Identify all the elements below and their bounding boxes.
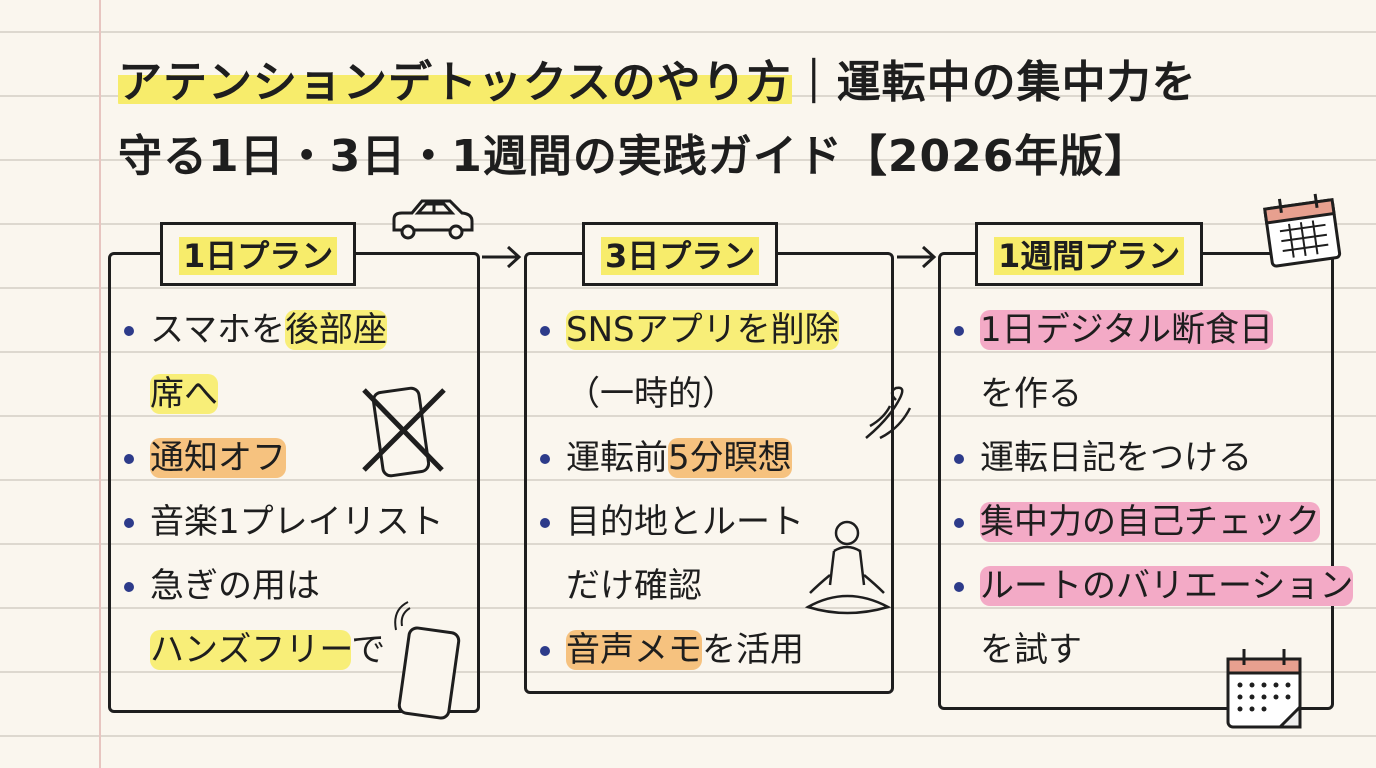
item-line: 集中力の自己チェック	[980, 490, 1353, 554]
arrow-right-icon	[482, 245, 522, 269]
list-item: SNSアプリを削除 （一時的）	[538, 298, 839, 426]
item-line: 通知オフ	[150, 426, 444, 490]
tab-1-day-plan: 1日プラン	[160, 222, 357, 286]
item-line: 運転日記をつける	[980, 426, 1353, 490]
wind-swirl-icon	[865, 386, 912, 440]
plan-items-3-day: SNSアプリを削除（一時的）運転前5分瞑想目的地とルートだけ確認音声メモを活用	[538, 298, 839, 682]
item-line: 目的地とルート	[566, 490, 839, 554]
list-item: 通知オフ	[122, 426, 444, 490]
title-highlight: アテンションデトックスのやり方	[118, 57, 792, 108]
highlighted-text: ルートのバリエーション	[980, 566, 1354, 606]
highlighted-text: 集中力の自己チェック	[980, 502, 1320, 542]
item-text: だけ確認	[566, 566, 702, 606]
list-item: 運転前5分瞑想	[538, 426, 839, 490]
item-text: スマホを	[150, 310, 285, 350]
item-line: 席へ	[150, 362, 444, 426]
tab-label: 1週間プラン	[994, 237, 1185, 275]
smartphone-icon	[394, 601, 461, 720]
car-icon	[392, 199, 474, 240]
item-line: だけ確認	[566, 554, 839, 618]
plan-items-1-day: スマホを後部座席へ通知オフ音楽1プレイリスト急ぎの用はハンズフリーで	[122, 298, 444, 682]
item-text: を作る	[980, 374, 1082, 414]
item-line: を作る	[980, 362, 1353, 426]
plan-items-1-week: 1日デジタル断食日を作る運転日記をつける集中力の自己チェックルートのバリエーショ…	[952, 298, 1354, 682]
item-line: 運転前5分瞑想	[566, 426, 839, 490]
item-text: （一時的）	[566, 374, 736, 414]
calendar-icon	[1226, 649, 1302, 729]
title-rest: ｜運転中の集中力を	[791, 57, 1197, 108]
tab-3-day-plan: 3日プラン	[582, 222, 779, 286]
highlighted-text: ハンズフリー	[150, 630, 352, 670]
highlighted-text: 1日デジタル断食日	[980, 310, 1273, 350]
list-item: 急ぎの用はハンズフリーで	[122, 554, 444, 682]
item-line: を試す	[980, 618, 1353, 682]
item-line: スマホを後部座	[150, 298, 444, 362]
tab-label: 3日プラン	[601, 237, 760, 275]
list-item: 1日デジタル断食日を作る	[952, 298, 1353, 426]
item-line: 1日デジタル断食日	[980, 298, 1353, 362]
item-line: 急ぎの用は	[150, 554, 444, 618]
item-line: SNSアプリを削除	[566, 298, 839, 362]
list-item: 音声メモを活用	[538, 618, 839, 682]
highlighted-text: 通知オフ	[150, 438, 286, 478]
tab-label: 1日プラン	[179, 237, 338, 275]
calendar-icon	[1263, 193, 1342, 268]
item-text: 運転日記をつける	[980, 438, 1252, 478]
list-item: 集中力の自己チェック	[952, 490, 1353, 554]
item-line: ルートのバリエーション	[980, 554, 1354, 618]
item-text: を試す	[980, 630, 1082, 670]
highlighted-text: 席へ	[150, 374, 218, 414]
list-item: 運転日記をつける	[952, 426, 1353, 490]
page-title-line-2: 守る1日・3日・1週間の実践ガイド【2026年版】	[118, 131, 1150, 182]
item-line: （一時的）	[566, 362, 839, 426]
tab-1-week-plan: 1週間プラン	[975, 222, 1204, 286]
highlighted-text: 音声メモ	[566, 630, 702, 670]
highlighted-text: SNSアプリを削除	[566, 310, 839, 350]
page-title-line-1: アテンションデトックスのやり方｜運転中の集中力を	[118, 46, 1197, 110]
list-item: 音楽1プレイリスト	[122, 490, 444, 554]
list-item: スマホを後部座席へ	[122, 298, 444, 426]
item-line: 音声メモを活用	[566, 618, 839, 682]
item-text: で	[351, 630, 386, 670]
item-text: 目的地とルート	[566, 502, 804, 542]
list-item: 目的地とルートだけ確認	[538, 490, 839, 618]
highlighted-text: 5分瞑想	[668, 438, 792, 478]
item-line: ハンズフリーで	[150, 618, 444, 682]
item-line: 音楽1プレイリスト	[150, 490, 444, 554]
meditation-person-icon	[804, 520, 892, 615]
notebook-margin-line	[99, 0, 101, 768]
highlighted-text: 後部座	[284, 310, 387, 350]
item-text: 音楽1プレイリスト	[150, 502, 444, 542]
item-text: 運転前	[566, 438, 668, 478]
item-text: を活用	[702, 630, 804, 670]
item-text: 急ぎの用は	[150, 566, 320, 606]
arrow-right-icon	[897, 245, 937, 269]
list-item: ルートのバリエーションを試す	[952, 554, 1354, 682]
no-phone-icon	[362, 386, 446, 478]
